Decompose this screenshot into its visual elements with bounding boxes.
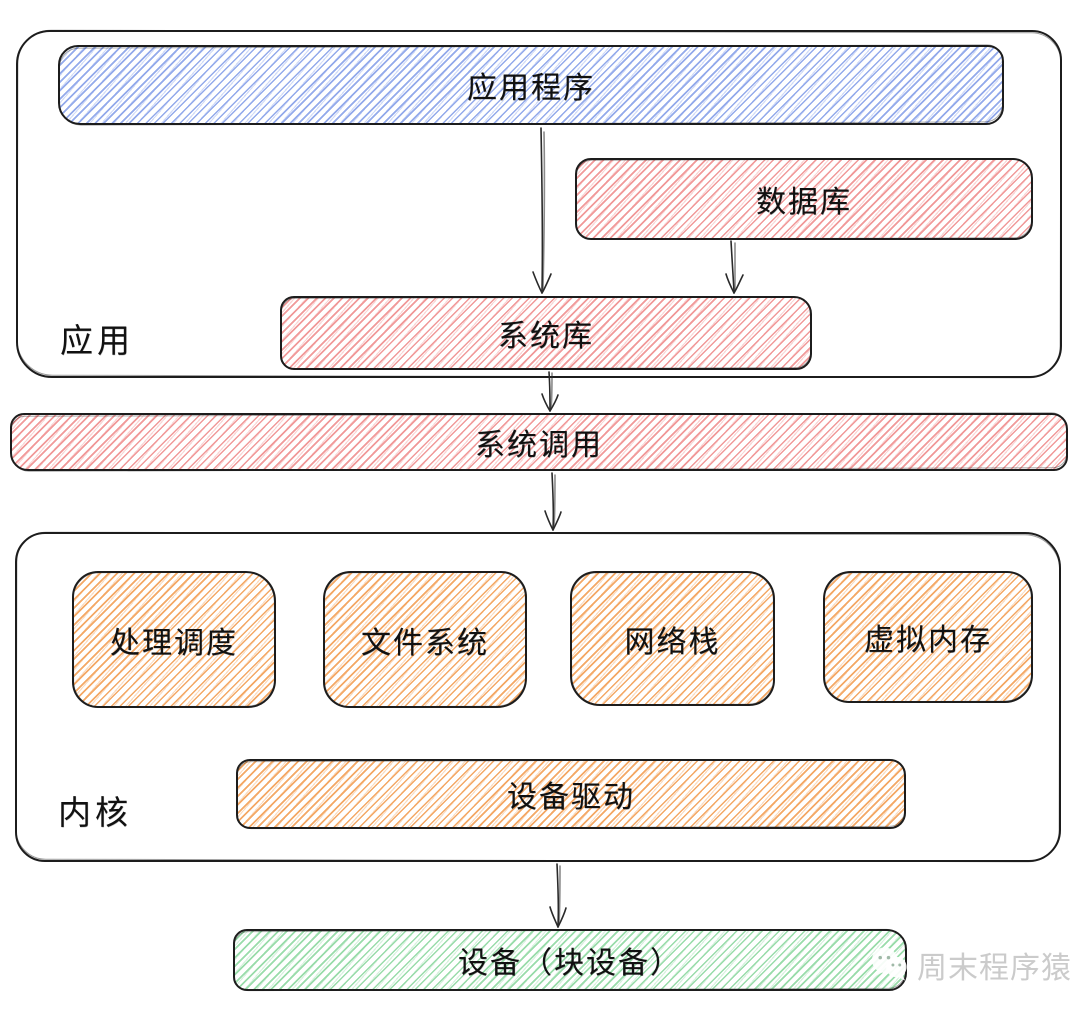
device-driver-label: 设备驱动 (507, 780, 635, 815)
process-scheduling-label: 处理调度 (110, 625, 238, 661)
file-system-label: 文件系统 (361, 625, 489, 661)
system-call-label: 系统调用 (475, 428, 603, 463)
virtual-memory-box: 虚拟内存 (823, 571, 1033, 703)
kernel-layer-label: 内核 (58, 793, 132, 832)
device-block-device-bar: 设备（块设备） (233, 929, 907, 991)
virtual-memory-label: 虚拟内存 (864, 623, 992, 658)
watermark-text: 周末程序猿 (917, 951, 1072, 986)
database-box: 数据库 (575, 158, 1033, 240)
application-program-box: 应用程序 (58, 45, 1004, 125)
system-library-box: 系统库 (280, 296, 812, 370)
system-call-bar: 系统调用 (10, 413, 1068, 471)
process-scheduling-box: 处理调度 (72, 571, 276, 708)
device-driver-bar: 设备驱动 (236, 759, 906, 829)
wechat-icon (871, 947, 907, 981)
network-stack-box: 网络栈 (570, 571, 775, 706)
device-block-device-label: 设备（块设备） (458, 946, 682, 981)
file-system-box: 文件系统 (323, 571, 527, 708)
system-library-label: 系统库 (498, 319, 594, 354)
arrow-syscall-to-kernel (544, 472, 562, 531)
application-layer-label: 应用 (60, 321, 134, 360)
arrow-kernel-to-device (549, 863, 567, 928)
watermark: 周末程序猿 (868, 938, 1072, 992)
network-stack-label: 网络栈 (624, 624, 721, 660)
database-label: 数据库 (756, 185, 852, 220)
application-program-label: 应用程序 (467, 71, 595, 106)
